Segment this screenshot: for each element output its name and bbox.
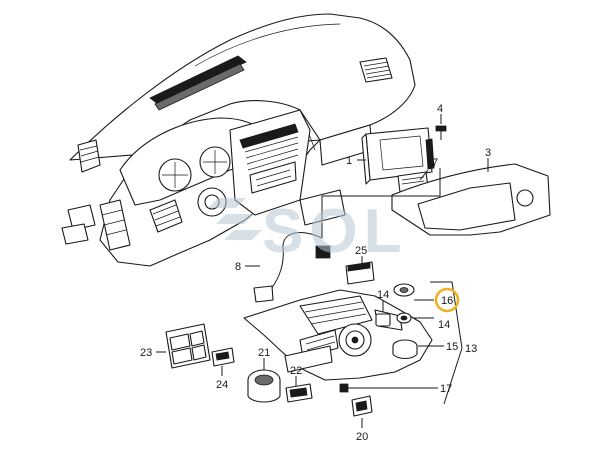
callout-15: 15 bbox=[446, 341, 458, 353]
center-console bbox=[243, 289, 433, 381]
callout-24: 24 bbox=[216, 379, 228, 391]
dashboard-panel bbox=[61, 13, 416, 267]
clip-17 bbox=[339, 383, 349, 393]
callout-7: 7 bbox=[432, 157, 438, 169]
switch-block-23 bbox=[165, 323, 211, 369]
rotary-knob-15 bbox=[392, 339, 418, 360]
callout-14b: 14 bbox=[438, 319, 450, 331]
callout-16: 16 bbox=[441, 295, 453, 307]
callout-3: 3 bbox=[485, 147, 491, 159]
callout-8: 8 bbox=[235, 261, 241, 273]
knob-ring bbox=[396, 312, 412, 324]
bracket-24 bbox=[211, 347, 235, 367]
watermark: SOL bbox=[208, 197, 407, 266]
switch-25 bbox=[345, 261, 375, 285]
callout-22: 22 bbox=[290, 365, 302, 377]
callout-4: 4 bbox=[437, 103, 443, 115]
callout-17: 17 bbox=[440, 383, 452, 395]
callout-14a: 14 bbox=[377, 289, 389, 301]
knob-cap bbox=[393, 283, 415, 297]
switch-22 bbox=[285, 383, 313, 403]
clip-20 bbox=[351, 395, 373, 417]
highlight-circle bbox=[434, 287, 460, 313]
callout-13: 13 bbox=[465, 343, 477, 355]
screw bbox=[435, 125, 447, 140]
callout-20: 20 bbox=[356, 431, 368, 443]
display-trim bbox=[391, 163, 551, 236]
callout-23: 23 bbox=[140, 347, 152, 359]
callout-labels: 1 3 4 7 8 13 14 14 15 16 17 20 21 22 23 … bbox=[140, 103, 491, 443]
display-unit bbox=[361, 127, 435, 185]
leader-lines bbox=[156, 114, 489, 428]
watermark-text: SOL bbox=[262, 197, 407, 266]
callout-21: 21 bbox=[258, 347, 270, 359]
callout-25: 25 bbox=[355, 245, 367, 257]
cable bbox=[253, 232, 331, 303]
button-14-upper bbox=[375, 313, 391, 327]
start-button-21 bbox=[247, 369, 281, 403]
callout-1: 1 bbox=[346, 155, 352, 167]
